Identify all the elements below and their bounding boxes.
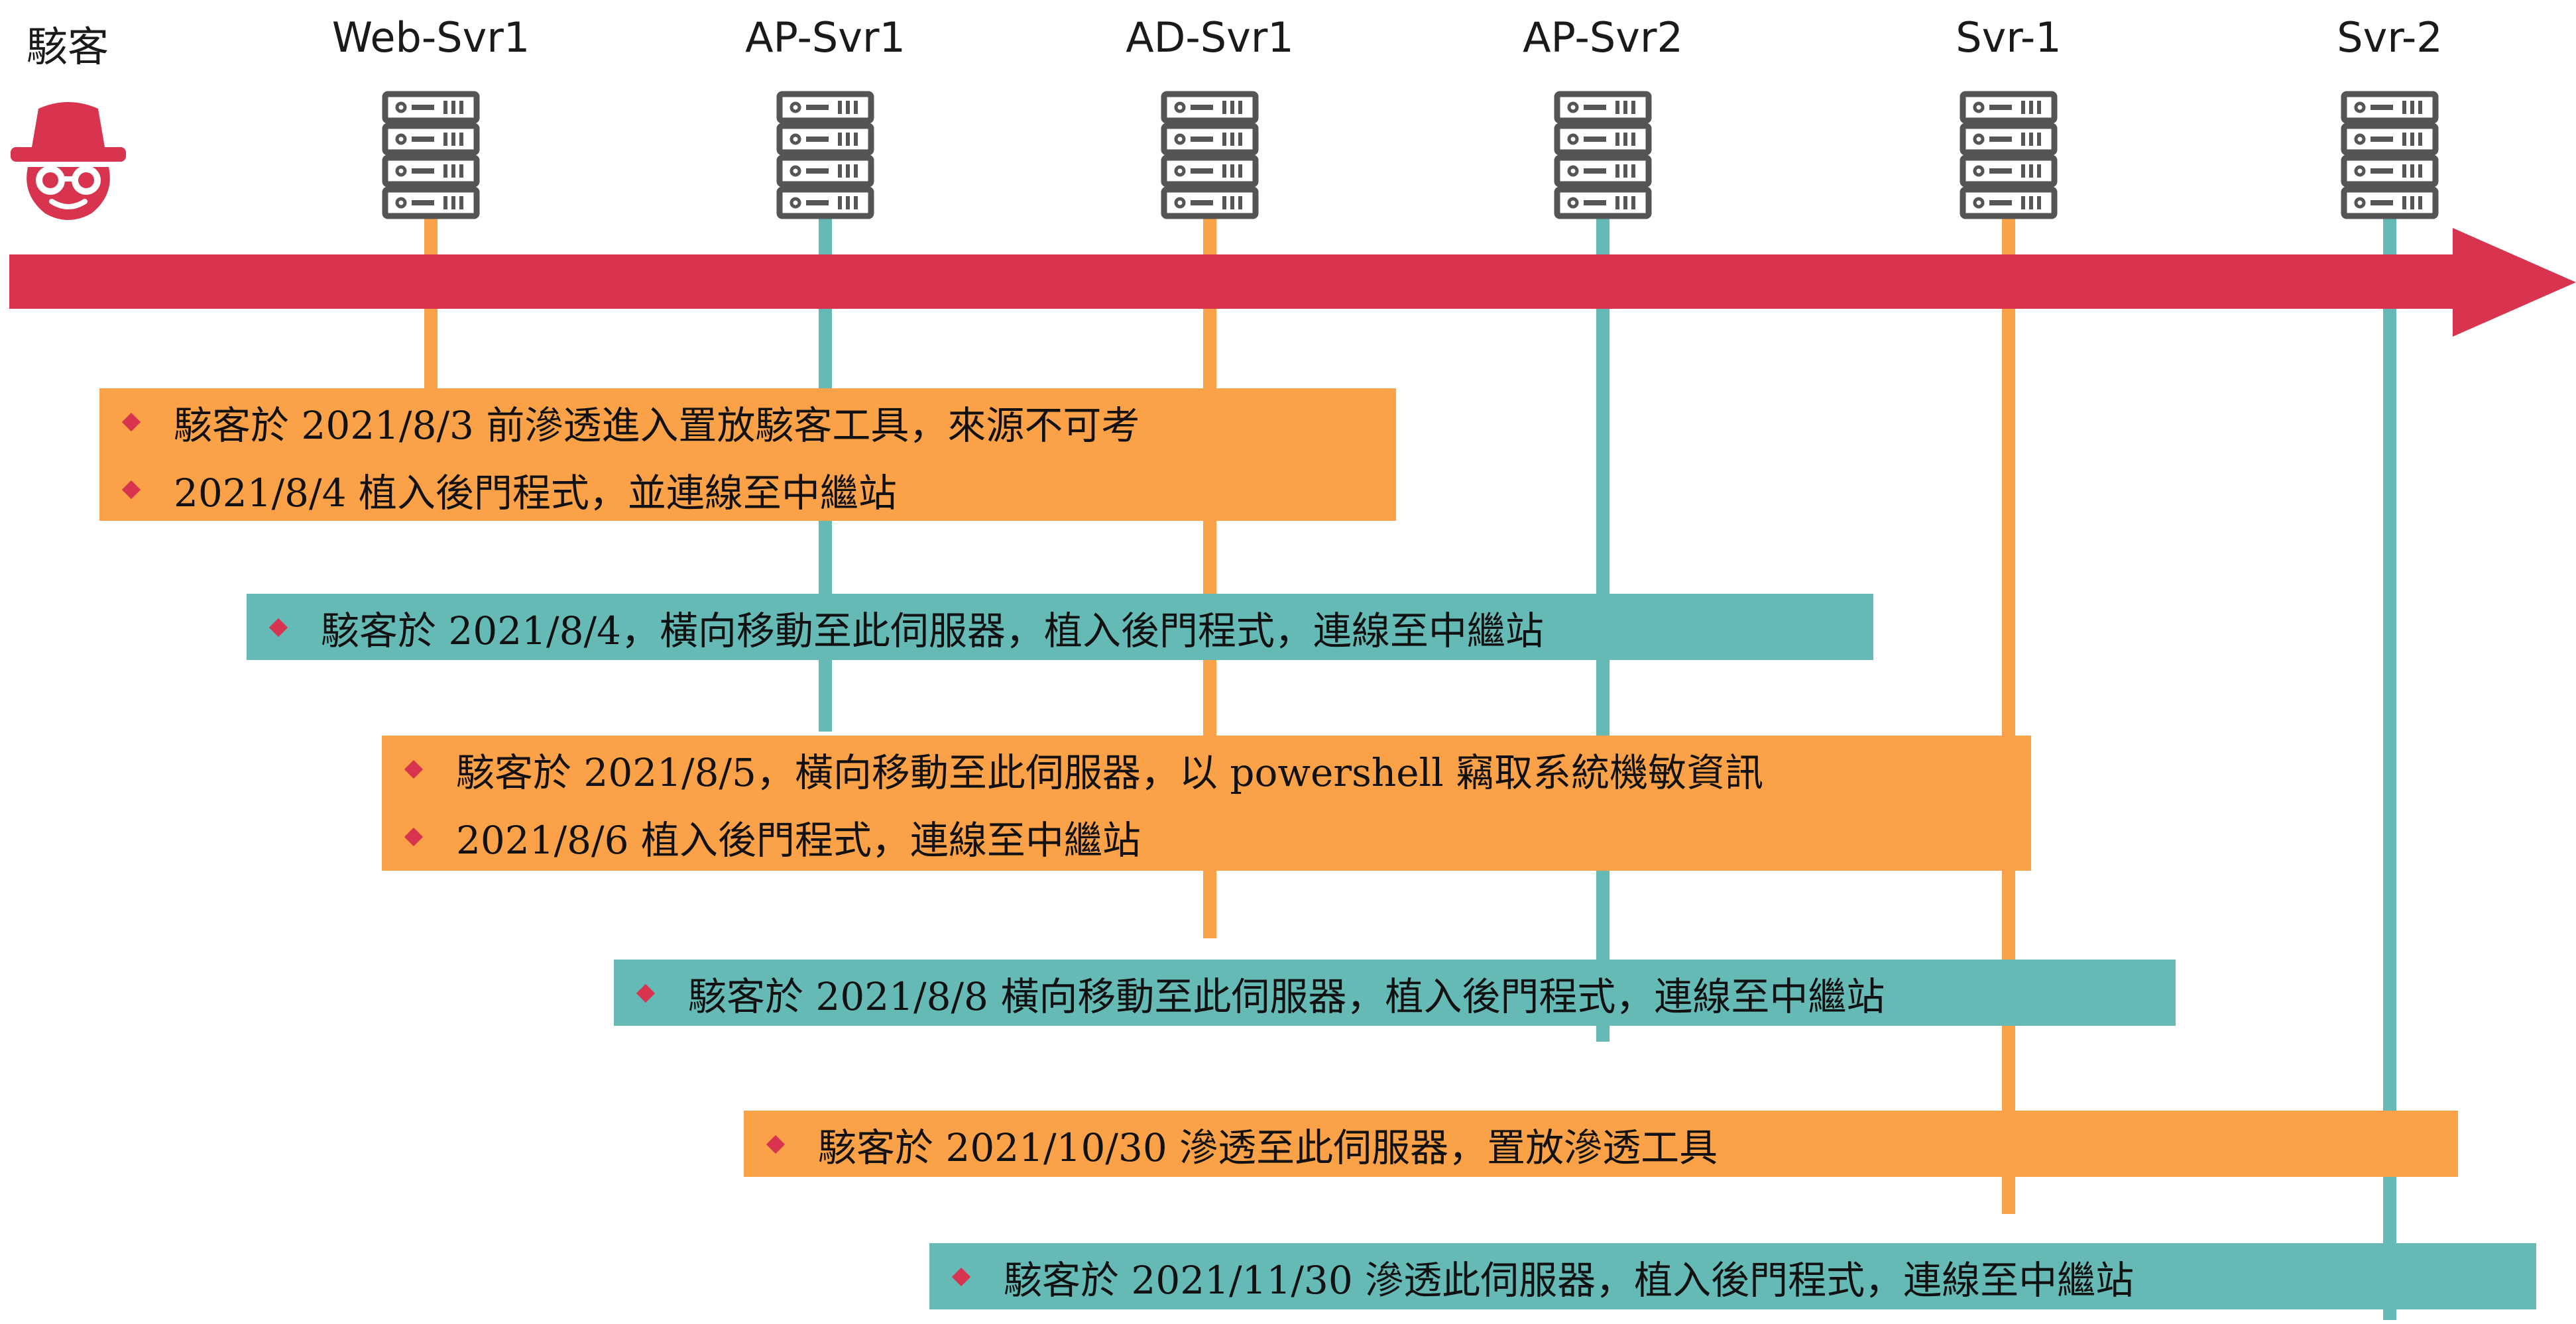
spy-incognito-icon xyxy=(11,102,126,220)
diamond-bullet-icon xyxy=(121,412,141,432)
event-line: 駭客於 2021/8/3 前滲透進入置放駭客工具，來源不可考 xyxy=(121,388,1396,456)
diamond-bullet-icon xyxy=(404,827,424,847)
event-box: 駭客於 2021/8/5，橫向移動至此伺服器，以 powershell 竊取系統… xyxy=(382,736,2031,871)
server-rack-icon xyxy=(1959,89,2058,223)
event-box: 駭客於 2021/8/4，橫向移動至此伺服器，植入後門程式，連線至中繼站 xyxy=(247,594,1873,660)
diamond-bullet-icon xyxy=(268,618,288,637)
server-label: AP-Svr1 xyxy=(745,13,906,62)
event-text: 駭客於 2021/10/30 滲透至此伺服器，置放滲透工具 xyxy=(818,1125,1718,1170)
event-box: 駭客於 2021/8/8 橫向移動至此伺服器，植入後門程式，連線至中繼站 xyxy=(614,960,2176,1026)
event-box: 駭客於 2021/10/30 滲透至此伺服器，置放滲透工具 xyxy=(744,1111,2458,1177)
server-connector-line xyxy=(2002,212,2015,1214)
event-text: 2021/8/6 植入後門程式，連線至中繼站 xyxy=(456,818,1141,863)
event-text: 駭客於 2021/11/30 滲透此伺服器，植入後門程式，連線至中繼站 xyxy=(1004,1258,2135,1303)
server-label: Svr-2 xyxy=(2337,13,2443,62)
event-text: 駭客於 2021/8/5，橫向移動至此伺服器，以 powershell 竊取系統… xyxy=(456,750,1764,795)
timeline-arrow xyxy=(9,254,2528,309)
event-line: 2021/8/6 植入後門程式，連線至中繼站 xyxy=(404,803,2031,871)
event-text: 2021/8/4 植入後門程式，並連線至中繼站 xyxy=(174,470,897,516)
diamond-bullet-icon xyxy=(404,759,424,779)
server-rack-icon xyxy=(2340,89,2439,223)
event-text: 駭客於 2021/8/8 橫向移動至此伺服器，植入後門程式，連線至中繼站 xyxy=(688,974,1885,1019)
event-line: 駭客於 2021/8/4，橫向移動至此伺服器，植入後門程式，連線至中繼站 xyxy=(268,594,1873,661)
attacker-label: 駭客 xyxy=(27,23,109,71)
server-connector-line xyxy=(2383,212,2396,1320)
diamond-bullet-icon xyxy=(121,480,141,500)
server-rack-icon xyxy=(776,89,875,223)
event-line: 駭客於 2021/8/8 橫向移動至此伺服器，植入後門程式，連線至中繼站 xyxy=(636,960,2176,1027)
event-line: 駭客於 2021/8/5，橫向移動至此伺服器，以 powershell 竊取系統… xyxy=(404,736,2031,803)
server-rack-icon xyxy=(1553,89,1653,223)
server-label: Web-Svr1 xyxy=(331,13,530,62)
diamond-bullet-icon xyxy=(951,1267,971,1287)
diamond-bullet-icon xyxy=(766,1134,786,1154)
event-box: 駭客於 2021/8/3 前滲透進入置放駭客工具，來源不可考 2021/8/4 植… xyxy=(99,388,1396,521)
server-rack-icon xyxy=(381,89,481,223)
server-label: Svr-1 xyxy=(1956,13,2062,62)
event-text: 駭客於 2021/8/3 前滲透進入置放駭客工具，來源不可考 xyxy=(174,403,1140,448)
event-box: 駭客於 2021/11/30 滲透此伺服器，植入後門程式，連線至中繼站 xyxy=(929,1243,2536,1309)
event-text: 駭客於 2021/8/4，橫向移動至此伺服器，植入後門程式，連線至中繼站 xyxy=(321,608,1544,653)
timeline-arrow-head xyxy=(2453,228,2576,337)
server-label: AP-Svr2 xyxy=(1523,13,1683,62)
server-label: AD-Svr1 xyxy=(1126,13,1294,62)
server-rack-icon xyxy=(1160,89,1259,223)
diamond-bullet-icon xyxy=(636,983,656,1003)
event-line: 2021/8/4 植入後門程式，並連線至中繼站 xyxy=(121,456,1396,524)
event-line: 駭客於 2021/11/30 滲透此伺服器，植入後門程式，連線至中繼站 xyxy=(951,1243,2536,1311)
event-line: 駭客於 2021/10/30 滲透至此伺服器，置放滲透工具 xyxy=(766,1111,2458,1178)
